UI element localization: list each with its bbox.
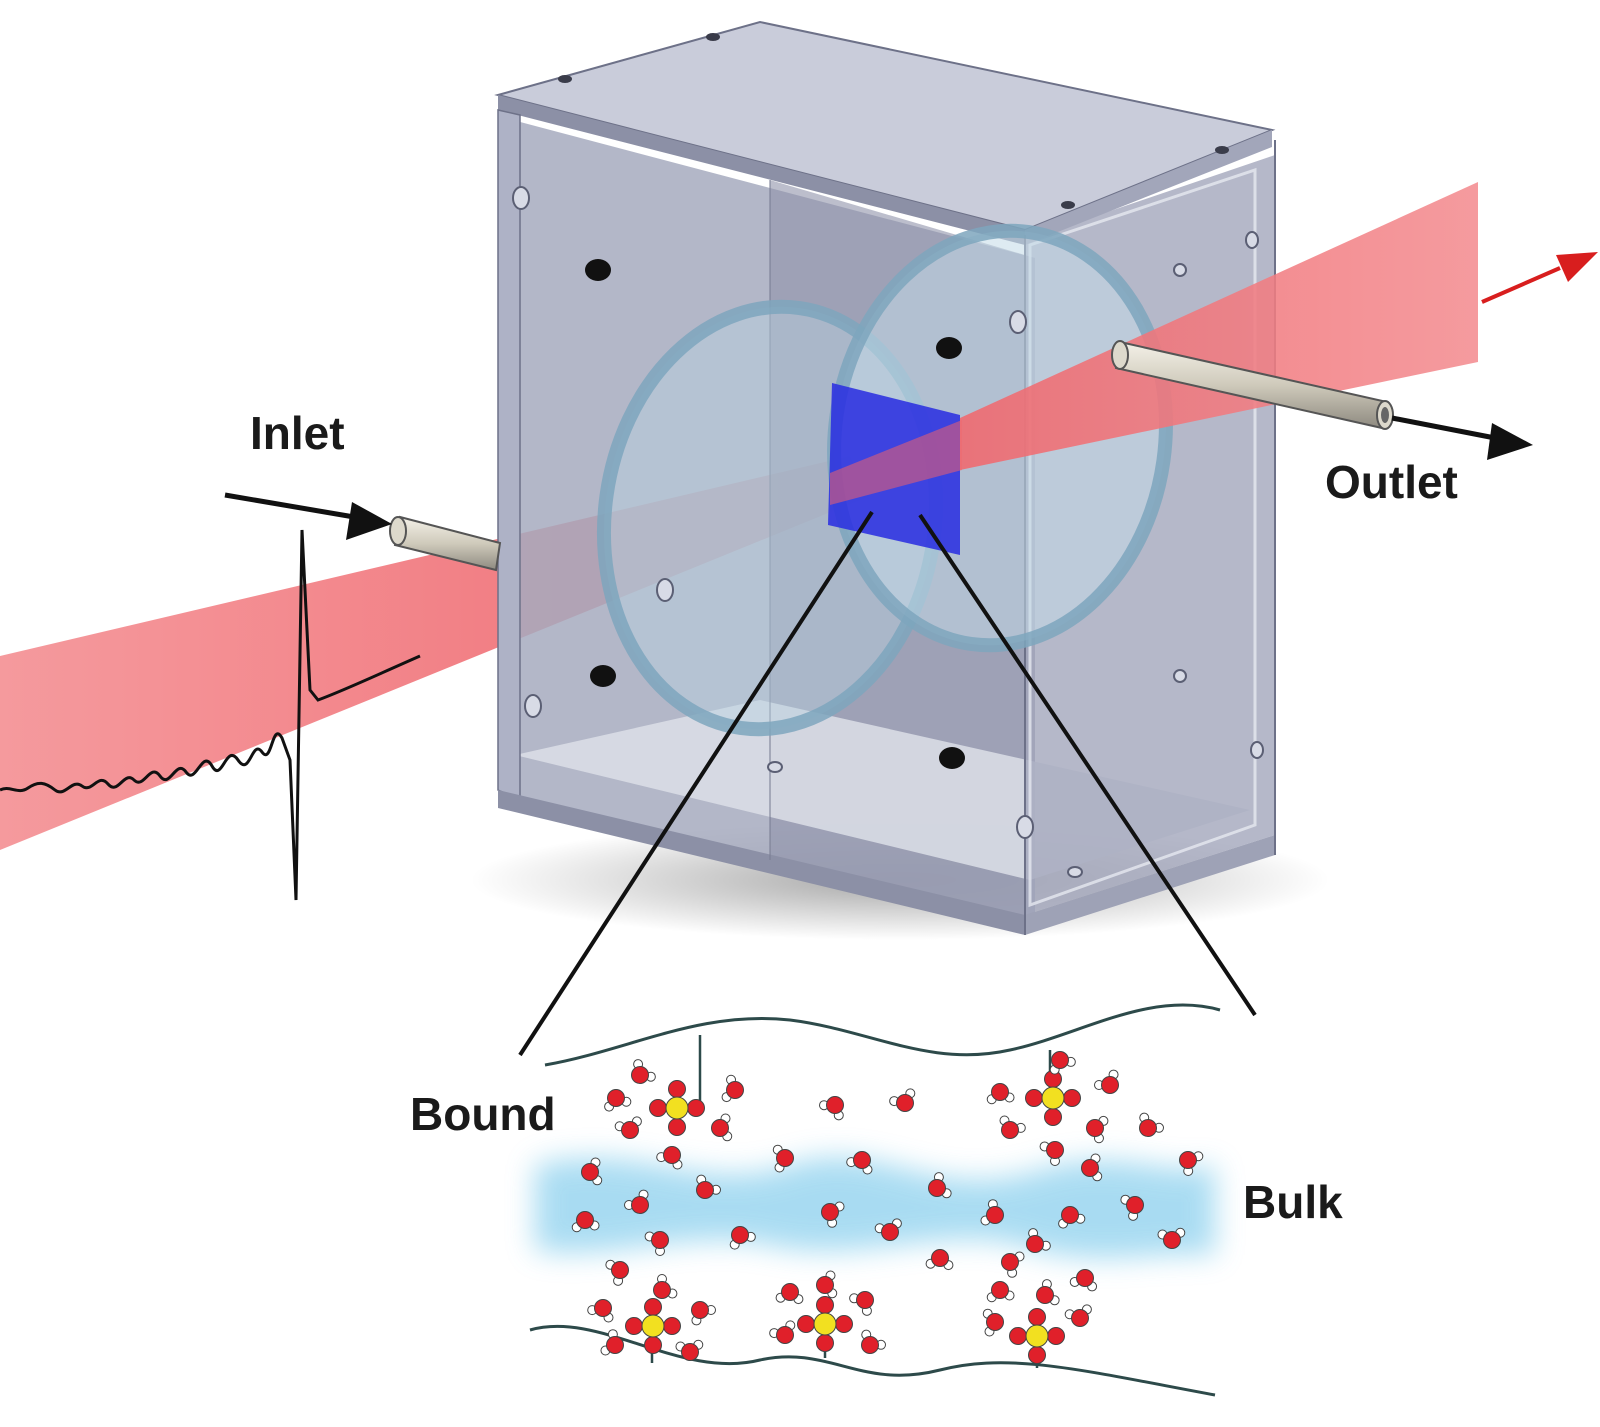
inlet-tube-icon [389,515,502,572]
water-molecule-icon [1081,1153,1103,1182]
water-molecule-icon [631,1059,656,1084]
outlet-label: Outlet [1325,456,1458,508]
beam-in-sample [830,420,962,505]
water-molecule-icon [861,1329,886,1354]
inlet-arrow [224,492,392,540]
water-molecule-icon [769,1320,796,1344]
water-molecule-icon [1179,1151,1204,1176]
water-molecule-icon [1026,1228,1051,1253]
zoom-lines [518,510,1257,1057]
water-molecule-icon [1139,1112,1164,1137]
water-molecule-icon [653,1274,678,1299]
water-molecule-icon [986,1281,1015,1303]
bulk-label: Bulk [1243,1176,1343,1228]
water-molecule-icon [986,1083,1015,1105]
sulfonate-group-icon [1009,1308,1065,1364]
water-molecule-icon [1157,1227,1186,1249]
water-molecule-icon [675,1339,704,1361]
membrane-bottom [529,1324,1216,1397]
water-molecule-icon [849,1291,874,1316]
cell-bolts [585,259,965,769]
water-molecule-icon [874,1218,902,1241]
water-molecule-icon [729,1226,756,1250]
water-molecule-icon [614,1116,642,1139]
water-molecule-icon [1064,1304,1092,1327]
beam-direction-arrow [1481,252,1598,304]
bound-label: Bound [410,1088,556,1140]
water-molecule-icon [587,1299,614,1323]
water-molecule-icon [604,1089,632,1112]
water-molecule-icon [816,1270,838,1299]
sulfonate-group-icon [1025,1070,1081,1126]
water-molecule-icon [925,1249,954,1271]
water-molecule-icon [889,1088,916,1112]
outgoing-beam [960,182,1478,470]
lid-screws [558,33,1229,209]
water-molecule-icon [772,1144,794,1173]
water-molecule-icon [1001,1251,1025,1278]
membrane-inset [529,1003,1221,1397]
thz-pulse-icon [0,529,421,901]
sample-cell [494,20,1276,935]
water-molecule-icon [846,1151,873,1175]
water-molecule-icon [571,1211,600,1233]
water-molecule-icon [928,1172,952,1199]
water-molecule-icon [624,1189,649,1214]
membrane-top [544,1003,1221,1067]
water-molecule-icon [821,1201,845,1228]
cell-pins [512,186,1264,878]
sulfonate-group-icon [797,1296,853,1352]
water-molecule-icon [999,1115,1026,1139]
water-molecule-icon [721,1074,744,1103]
inlet-label: Inlet [250,407,345,459]
water-molecule-icon [980,1199,1004,1226]
water-molecule-icon [1049,1051,1076,1075]
water-molecule-icon [982,1308,1004,1337]
outlet-tube-icon [1111,340,1394,430]
water-molecule-icon [1086,1115,1109,1144]
water-molecule-icon [644,1231,669,1256]
water-molecule-icon [819,1096,844,1121]
water-molecule-icon [600,1329,624,1356]
water-molecule-icon [696,1174,721,1199]
sulfonate-group-icon [625,1298,681,1354]
outlet-arrow [1391,415,1533,460]
water-molecule-icon [581,1157,603,1186]
water-molecule-icon [775,1283,804,1305]
water-molecule-icon [605,1259,629,1286]
water-molecule-icon [656,1146,683,1170]
sulfonate-group-icon [649,1080,705,1136]
water-molecule-icon [691,1301,716,1326]
water-molecule-icon [1120,1194,1144,1221]
water-molecule-icon [1058,1206,1086,1229]
water-molecule-icon [1036,1279,1060,1306]
water-molecule-icon [1094,1069,1119,1094]
water-molecule-icon [1039,1141,1064,1166]
water-molecule-icon [711,1113,733,1142]
water-molecule-icon [1069,1269,1098,1292]
